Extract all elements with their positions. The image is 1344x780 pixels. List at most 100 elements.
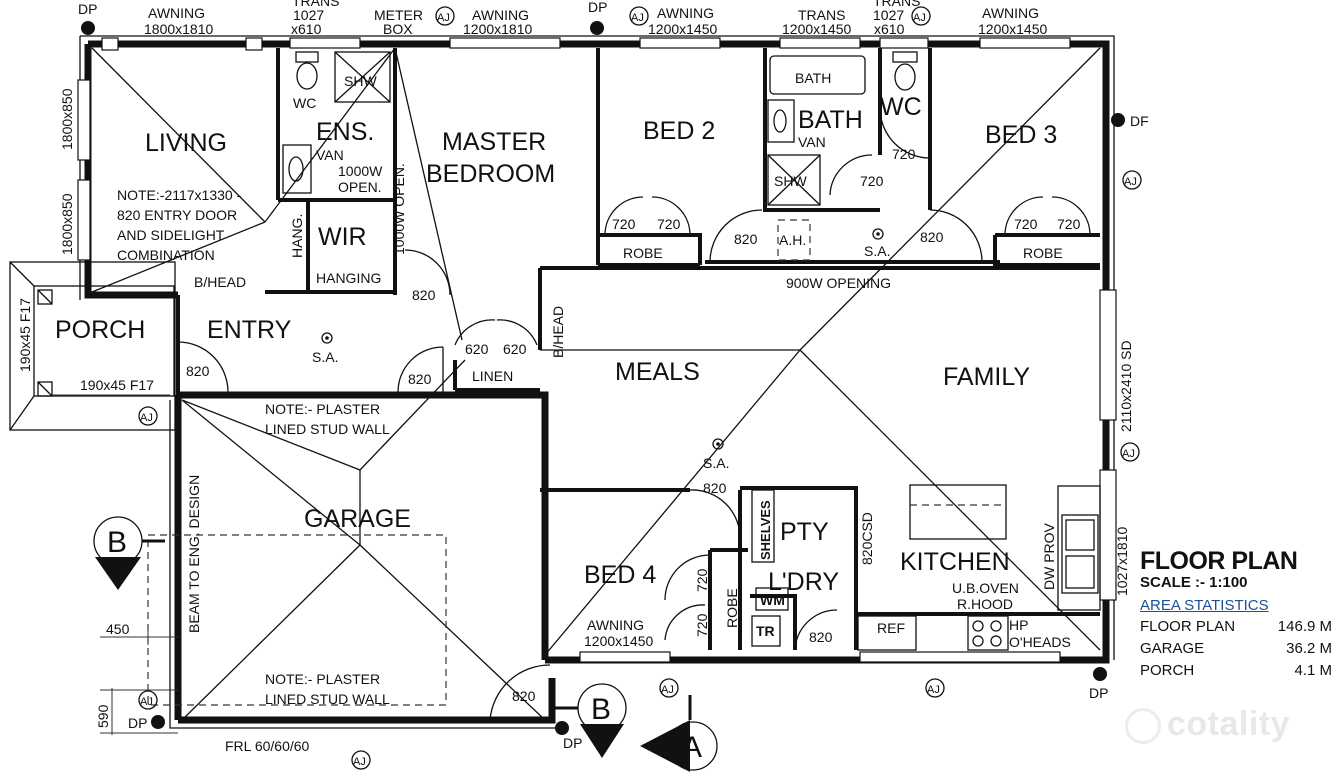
room-kitchen: KITCHEN bbox=[900, 548, 1010, 576]
label-1000w: 1000W bbox=[338, 163, 383, 179]
label-tr: TR bbox=[756, 623, 775, 639]
smoke-alarm-icons bbox=[321, 228, 884, 450]
room-garage: GARAGE bbox=[304, 505, 411, 533]
legend-row-garage: GARAGE 36.2 M bbox=[1140, 638, 1332, 660]
roof-lines bbox=[91, 47, 1101, 721]
label-d820-linen: 820 bbox=[408, 371, 432, 387]
label-trans-2-size: 1200x1450 bbox=[782, 21, 852, 37]
label-d620-a: 620 bbox=[465, 341, 489, 357]
label-aj-frl: AJ bbox=[353, 756, 366, 768]
dimension-lines bbox=[100, 630, 178, 735]
label-bath-tub: BATH bbox=[795, 70, 831, 86]
area-legend: FLOOR PLAN SCALE :- 1:100 AREA STATISTIC… bbox=[1140, 548, 1332, 682]
label-trans-2: TRANS bbox=[798, 7, 845, 23]
label-dw-prov: DW PROV bbox=[1041, 522, 1057, 590]
room-bath: BATH bbox=[798, 106, 863, 134]
watermark-logo-icon bbox=[1125, 708, 1161, 745]
legend-row-value: 4.1 M bbox=[1294, 662, 1332, 679]
label-section-a: A bbox=[682, 731, 702, 764]
label-d820-entry: 820 bbox=[186, 363, 210, 379]
label-sa-hall: S.A. bbox=[864, 243, 890, 259]
label-trans-3: TRANS bbox=[873, 0, 920, 9]
legend-scale: SCALE :- 1:100 bbox=[1140, 574, 1248, 591]
label-win-850-b: 1800x850 bbox=[59, 193, 75, 255]
label-aj-garage: AJ bbox=[140, 696, 153, 708]
label-dp-top-left: DP bbox=[78, 1, 97, 17]
legend-row-name: FLOOR PLAN bbox=[1140, 618, 1236, 635]
label-trans-3-b: x610 bbox=[874, 21, 905, 37]
label-aj-right-mid: AJ bbox=[1122, 448, 1135, 460]
label-hang: HANG. bbox=[289, 214, 305, 258]
label-dp-top-mid: DP bbox=[588, 0, 607, 15]
label-shelves: SHELVES bbox=[758, 500, 773, 560]
legend-title: FLOOR PLAN bbox=[1140, 547, 1298, 575]
room-meals: MEALS bbox=[615, 358, 700, 386]
label-robe-bed2: ROBE bbox=[623, 245, 663, 261]
label-dim-450: 450 bbox=[106, 621, 130, 637]
label-d820-master: 820 bbox=[412, 287, 436, 303]
label-trans-1-a: 1027 bbox=[293, 7, 324, 23]
label-dim-590: 590 bbox=[95, 704, 111, 728]
label-d820-bed4: 820 bbox=[703, 480, 727, 496]
label-hp: HP bbox=[1009, 617, 1028, 633]
label-win-850-a: 1800x850 bbox=[59, 88, 75, 150]
porch-structure bbox=[9, 261, 176, 431]
label-d720-bath: 720 bbox=[860, 173, 884, 189]
label-awning-2: AWNING bbox=[472, 7, 529, 23]
label-post-porch-bottom: 190x45 F17 bbox=[80, 377, 154, 393]
label-d620-b: 620 bbox=[503, 341, 527, 357]
label-d720-bed4-a: 720 bbox=[694, 568, 710, 592]
section-marker-b-left bbox=[93, 516, 165, 590]
label-wm: WM bbox=[760, 592, 785, 608]
room-bed2: BED 2 bbox=[643, 117, 715, 145]
room-master-1: MASTER bbox=[442, 128, 546, 156]
room-living: LIVING bbox=[145, 129, 227, 157]
note-door-1: NOTE:-2117x1330 - bbox=[117, 187, 242, 203]
fixtures bbox=[282, 51, 1101, 651]
room-wc: WC bbox=[880, 93, 922, 121]
label-dp-bottom: DP bbox=[563, 735, 582, 751]
label-ub-oven: U.B.OVEN bbox=[952, 580, 1019, 596]
label-d820-ldry: 820 bbox=[809, 629, 833, 645]
note-door-3: AND SIDELIGHT bbox=[117, 227, 225, 243]
label-d720-bed4-b: 720 bbox=[694, 613, 710, 637]
label-aj-3: AJ bbox=[913, 12, 926, 24]
room-entry: ENTRY bbox=[207, 316, 292, 344]
downpipe-icons bbox=[81, 21, 1125, 735]
label-sa-meals: S.A. bbox=[703, 455, 729, 471]
legend-row-name: GARAGE bbox=[1140, 640, 1205, 657]
label-beam: BEAM TO ENG. DESIGN bbox=[186, 475, 202, 633]
label-post-porch-left: 190x45 F17 bbox=[17, 298, 33, 372]
internal-walls bbox=[176, 48, 1100, 650]
label-awning-2-size: 1200x1810 bbox=[463, 21, 533, 37]
label-d820-hall-a: 820 bbox=[734, 231, 758, 247]
section-marker-b-bottom bbox=[555, 683, 627, 758]
articulation-joint-markers bbox=[138, 6, 1142, 770]
windows bbox=[77, 37, 1117, 663]
watermark-text: cotality bbox=[1167, 705, 1291, 743]
label-d820-garage: 820 bbox=[512, 688, 536, 704]
room-ldry: L'DRY bbox=[768, 568, 839, 596]
label-robe-bed4: ROBE bbox=[724, 588, 740, 628]
legend-row-value: 36.2 M bbox=[1286, 640, 1332, 657]
legend-subtitle: AREA STATISTICS bbox=[1140, 597, 1269, 614]
label-bhead-living: B/HEAD bbox=[194, 274, 246, 290]
note-plaster-bottom-1: NOTE:- PLASTER bbox=[265, 671, 380, 687]
label-d720-bed3-b: 720 bbox=[1057, 216, 1081, 232]
label-awning-1-size: 1800x1810 bbox=[144, 21, 214, 37]
door-swings bbox=[177, 107, 1091, 721]
note-plaster-top-2: LINED STUD WALL bbox=[265, 421, 390, 437]
label-awning-4-size: 1200x1450 bbox=[978, 21, 1048, 37]
label-shw-bath: SHW bbox=[774, 173, 807, 189]
label-meter-2: BOX bbox=[383, 21, 413, 37]
room-porch: PORCH bbox=[55, 316, 145, 344]
label-df: DF bbox=[1130, 113, 1149, 129]
label-awning-bed4-size: 1200x1450 bbox=[584, 633, 654, 649]
label-dp-kitchen: DP bbox=[1089, 685, 1108, 701]
note-plaster-top-1: NOTE:- PLASTER bbox=[265, 401, 380, 417]
room-bed3: BED 3 bbox=[985, 121, 1057, 149]
note-door-2: 820 ENTRY DOOR bbox=[117, 207, 237, 223]
legend-row-floor: FLOOR PLAN 146.9 M bbox=[1140, 616, 1332, 638]
legend-row-value: 146.9 M bbox=[1277, 618, 1332, 635]
legend-row-porch: PORCH 4.1 M bbox=[1140, 660, 1332, 682]
